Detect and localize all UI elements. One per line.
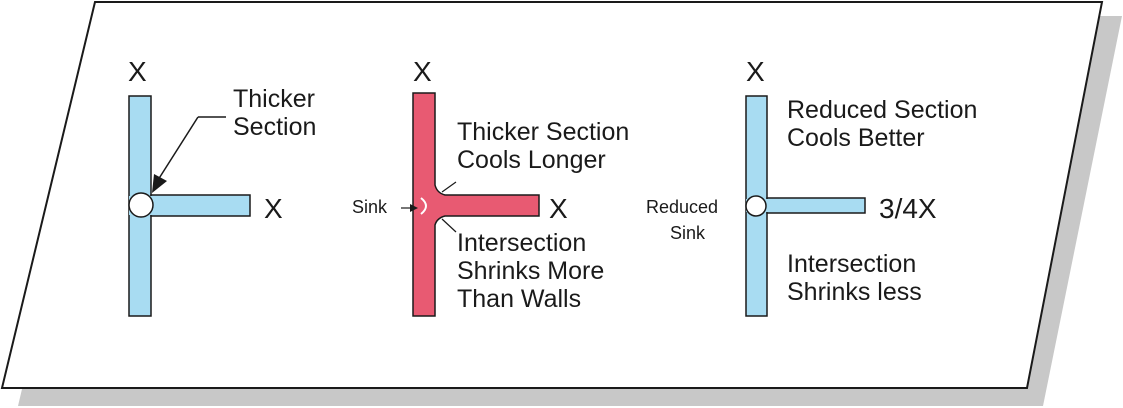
panel-2-callout-line-1: Thicker Section: [457, 118, 630, 146]
panel-3-horizontal-wall: [766, 197, 866, 214]
panel-2-sink-dent: [420, 197, 427, 215]
panel-1-callout-line-1: Thicker: [233, 85, 315, 113]
panel-2-callout-line: [441, 181, 457, 193]
panel-1-top-label: X: [128, 56, 147, 87]
panel-2-top-label: X: [413, 56, 432, 87]
panel-2-notes-text: Intersection Shrinks More Than Walls: [457, 229, 604, 313]
panel-3-notes-line-1: Intersection: [787, 250, 917, 278]
panel-3-side-label: 3/4X: [879, 193, 937, 224]
panel-3-callout-line-1: Reduced Section: [787, 96, 978, 124]
panel-3-notes-line-2: Shrinks less: [787, 278, 922, 306]
panel-1-hot-spot-circle: [128, 192, 154, 218]
panel-1-t-joint: [128, 95, 251, 317]
panel-2-sink-label: Sink: [352, 197, 388, 217]
panel-2-notes-line-3: Than Walls: [457, 285, 582, 313]
panel-3-sink-label-line-1: Reduced: [646, 197, 719, 217]
panel-1-callout-line-2: Section: [233, 113, 317, 141]
panel-1-callout-text: Thicker Section: [233, 85, 316, 141]
panel-2-notes-line: [441, 218, 457, 233]
panel-3-callout-line-2: Cools Better: [787, 124, 925, 152]
panel-2-wall-outline: [412, 92, 540, 317]
panel-2-side-label: X: [549, 193, 568, 224]
panel-2-callout-line-2: Cools Longer: [457, 146, 606, 174]
panel-3-notes-text: Intersection Shrinks less: [787, 250, 922, 306]
panel-2-t-joint: [401, 92, 540, 317]
panel-2-callout-text: Thicker Section Cools Longer: [457, 118, 629, 174]
panel-2-notes-line-1: Intersection: [457, 229, 587, 257]
panel-2-notes-line-2: Shrinks More: [457, 257, 605, 285]
panel-3-t-joint: [745, 95, 866, 317]
panel-1-horizontal-wall: [150, 194, 251, 217]
panel-2-sink-arrowhead: [410, 204, 418, 212]
panel-3-sink-label-line-2: Sink: [670, 223, 706, 243]
panel-1-side-label: X: [264, 193, 283, 224]
card: [0, 1, 1104, 389]
panel-3-reduced-circle: [745, 195, 767, 217]
panel-1-callout-arrow-shaft: [157, 116, 199, 181]
panel-3-callout-text: Reduced Section Cools Better: [787, 96, 977, 152]
panel-1-callout-arrowhead: [152, 174, 167, 193]
panel-3-top-label: X: [746, 56, 765, 87]
